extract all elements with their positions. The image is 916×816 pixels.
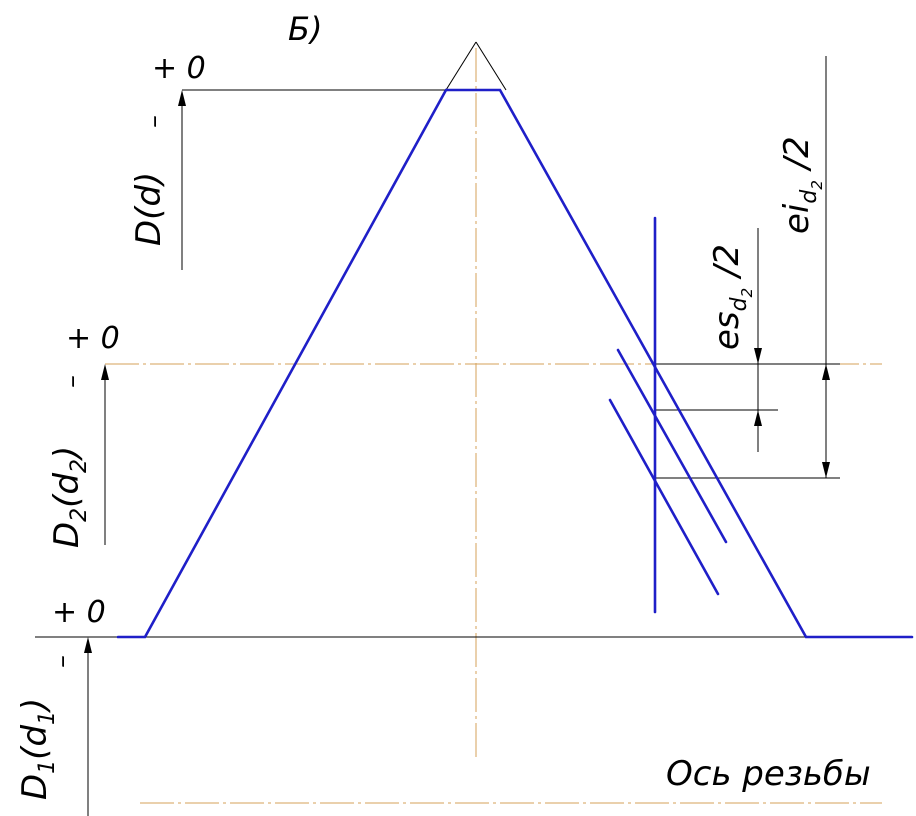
outer-plus-zero-label: + 0 — [152, 51, 206, 86]
d2-arrow — [101, 364, 109, 380]
tolerance-line-lower — [608, 398, 720, 596]
es-label: esd2 /2 — [707, 244, 756, 350]
d2-label: D2(d2) — [47, 446, 92, 548]
d1-label: D1(d1) — [15, 698, 60, 800]
pitch-minus-label: – — [57, 375, 87, 388]
pitch-plus-zero-label: + 0 — [66, 321, 120, 356]
inner-minus-label: – — [47, 655, 77, 668]
d1-arrow — [84, 637, 92, 653]
thread-profile — [116, 88, 914, 639]
ei-arrow-bottom — [822, 462, 830, 478]
inner-plus-zero-label: + 0 — [52, 595, 106, 630]
d-outer-arrow — [178, 90, 186, 106]
sharp-vertex-right-line — [475, 41, 507, 91]
tolerance-line-upper — [616, 348, 728, 544]
thread-axis-caption: Ось резьбы — [666, 754, 871, 794]
ei-arrow-top — [822, 364, 830, 380]
es-arrow-bottom — [754, 410, 762, 426]
view-label: Б) — [288, 10, 322, 48]
outer-minus-label: – — [139, 115, 169, 128]
es-arrow-top — [754, 348, 762, 364]
ei-label: eid2 /2 — [777, 136, 826, 234]
sharp-vertex-left-line — [445, 41, 477, 91]
d-outer-label: D(d) — [129, 172, 169, 246]
